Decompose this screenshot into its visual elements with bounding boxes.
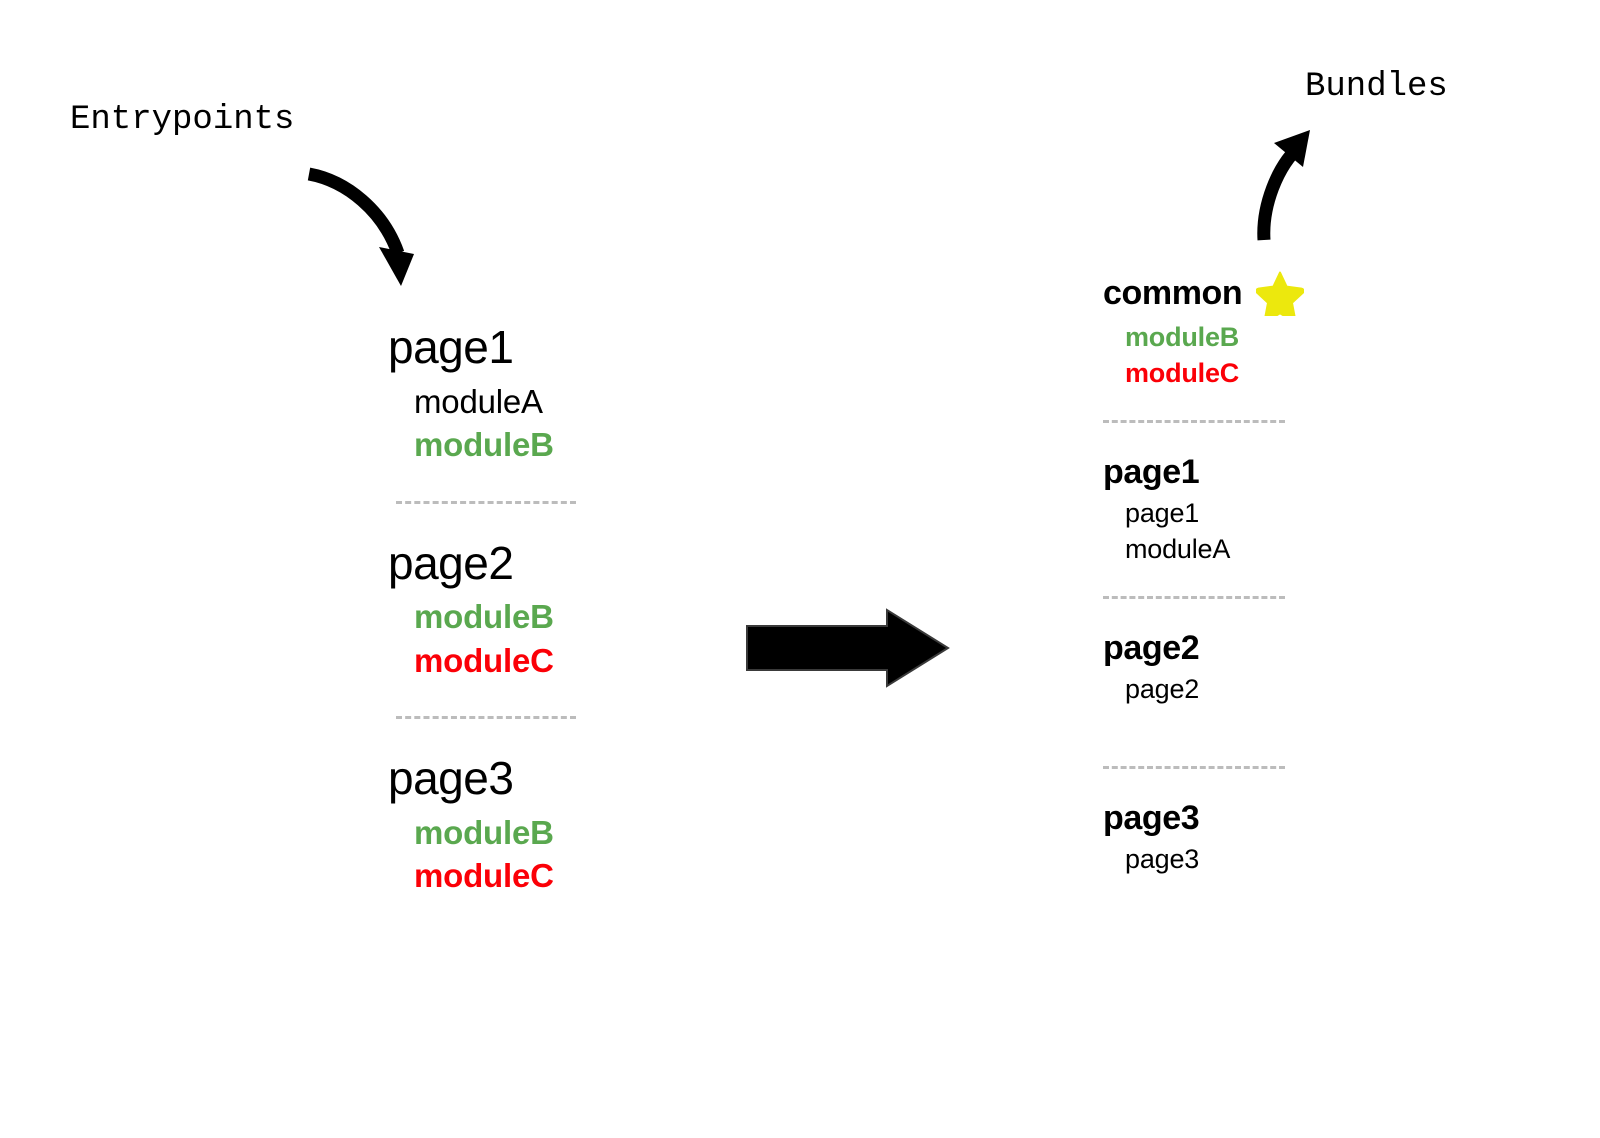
bundle-group-page1: page1 page1 moduleA	[1103, 453, 1503, 568]
bundle-item-list: page2	[1103, 672, 1503, 708]
entrypoint-title: page1	[388, 321, 514, 373]
entrypoint-module: moduleB	[414, 426, 554, 464]
entrypoint-group-page2: page2 moduleB moduleC	[388, 536, 748, 683]
entrypoints-label: Entrypoints	[70, 101, 295, 139]
entrypoint-module-list: moduleB moduleC	[388, 811, 748, 898]
bundle-title: common	[1103, 273, 1243, 312]
bundle-divider	[1103, 419, 1285, 423]
bundle-item-list: page3	[1103, 842, 1503, 878]
entrypoint-divider	[396, 500, 576, 504]
bundle-title: page1	[1103, 452, 1200, 491]
entrypoint-module-list: moduleB moduleC	[388, 595, 748, 682]
bundle-item: moduleA	[1125, 533, 1231, 564]
entrypoint-group-page1: page1 moduleA moduleB	[388, 321, 748, 467]
bundle-item: page2	[1125, 673, 1200, 704]
entrypoint-module: moduleB	[414, 598, 554, 636]
entrypoint-divider	[396, 716, 576, 720]
bundle-title: page3	[1103, 798, 1200, 837]
bundle-title-row: page1	[1103, 453, 1503, 492]
bundle-item-list: moduleB moduleC	[1103, 320, 1503, 392]
entrypoint-module: moduleB	[414, 813, 554, 851]
bundle-group-page3: page3 page3	[1103, 799, 1503, 878]
bundles-label: Bundles	[1305, 68, 1448, 106]
entrypoint-title: page2	[388, 536, 514, 589]
bundle-group-page2: page2 page2	[1103, 629, 1503, 708]
bundle-item: page1	[1125, 497, 1200, 528]
bundles-column: common moduleB moduleC page1 page1	[1103, 270, 1503, 877]
entrypoint-title: page3	[388, 752, 514, 805]
star-icon	[1256, 270, 1305, 316]
bundle-item: moduleC	[1125, 357, 1240, 388]
entrypoints-column: page1 moduleA moduleB page2 moduleB modu…	[388, 321, 748, 898]
entrypoint-group-page3: page3 moduleB moduleC	[388, 753, 748, 898]
entrypoint-module: moduleC	[414, 857, 554, 895]
bundle-title: page2	[1103, 628, 1200, 667]
bundle-group-common: common moduleB moduleC	[1103, 270, 1503, 392]
curved-arrow-down-right-icon	[307, 167, 414, 286]
curved-arrow-up-right-icon	[1257, 130, 1310, 241]
bundle-divider	[1103, 765, 1285, 769]
arrow-right-icon	[746, 608, 950, 688]
bundle-divider	[1103, 595, 1285, 599]
bundle-item: moduleB	[1125, 322, 1240, 352]
bundle-title-row: page3	[1103, 799, 1503, 838]
entrypoint-module: moduleA	[414, 382, 543, 420]
bundle-title-row: common	[1103, 270, 1503, 316]
entrypoint-module-list: moduleA moduleB	[388, 380, 748, 467]
bundle-item: page3	[1125, 843, 1200, 874]
entrypoint-module: moduleC	[414, 641, 554, 679]
bundle-title-row: page2	[1103, 629, 1503, 668]
bundle-item-list: page1 moduleA	[1103, 496, 1503, 568]
